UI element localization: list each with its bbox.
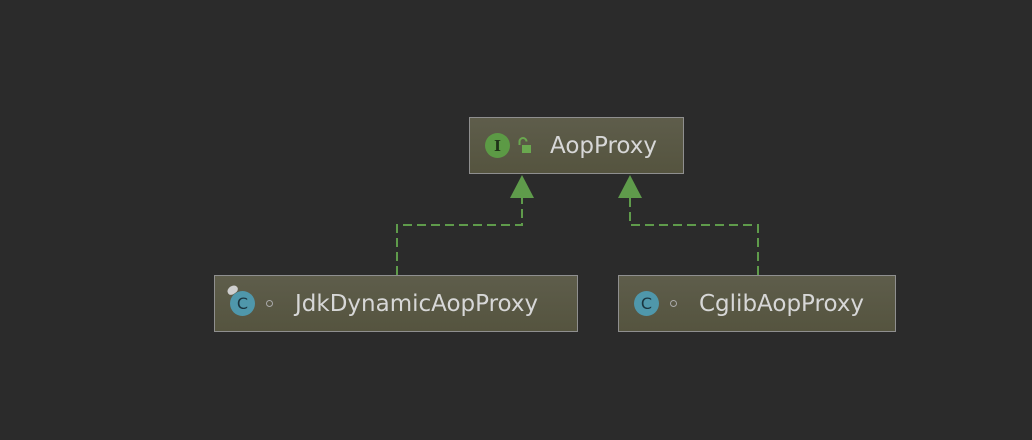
interface-icon: I [485, 133, 510, 158]
node-aop-proxy[interactable]: I AopProxy [469, 117, 684, 174]
node-cglib-aop-proxy[interactable]: C CglibAopProxy [618, 275, 896, 332]
badge-letter: C [236, 294, 249, 313]
node-label: JdkDynamicAopProxy [295, 290, 539, 317]
edge-jdk-to-aopproxy [396, 198, 523, 275]
class-icon: C [634, 291, 659, 316]
edge-jdk-arrowhead [510, 175, 534, 198]
unlock-icon [516, 136, 532, 155]
node-jdk-dynamic-aop-proxy[interactable]: C JdkDynamicAopProxy [214, 275, 578, 332]
class-icon: C [225, 283, 255, 316]
node-label: AopProxy [550, 132, 658, 159]
package-dot-icon [261, 300, 277, 307]
package-dot-icon [665, 300, 681, 307]
edge-cglib-to-aopproxy [629, 198, 759, 275]
node-label: CglibAopProxy [699, 290, 865, 317]
badge-letter: C [640, 294, 653, 313]
edge-cglib-arrowhead [618, 175, 642, 198]
